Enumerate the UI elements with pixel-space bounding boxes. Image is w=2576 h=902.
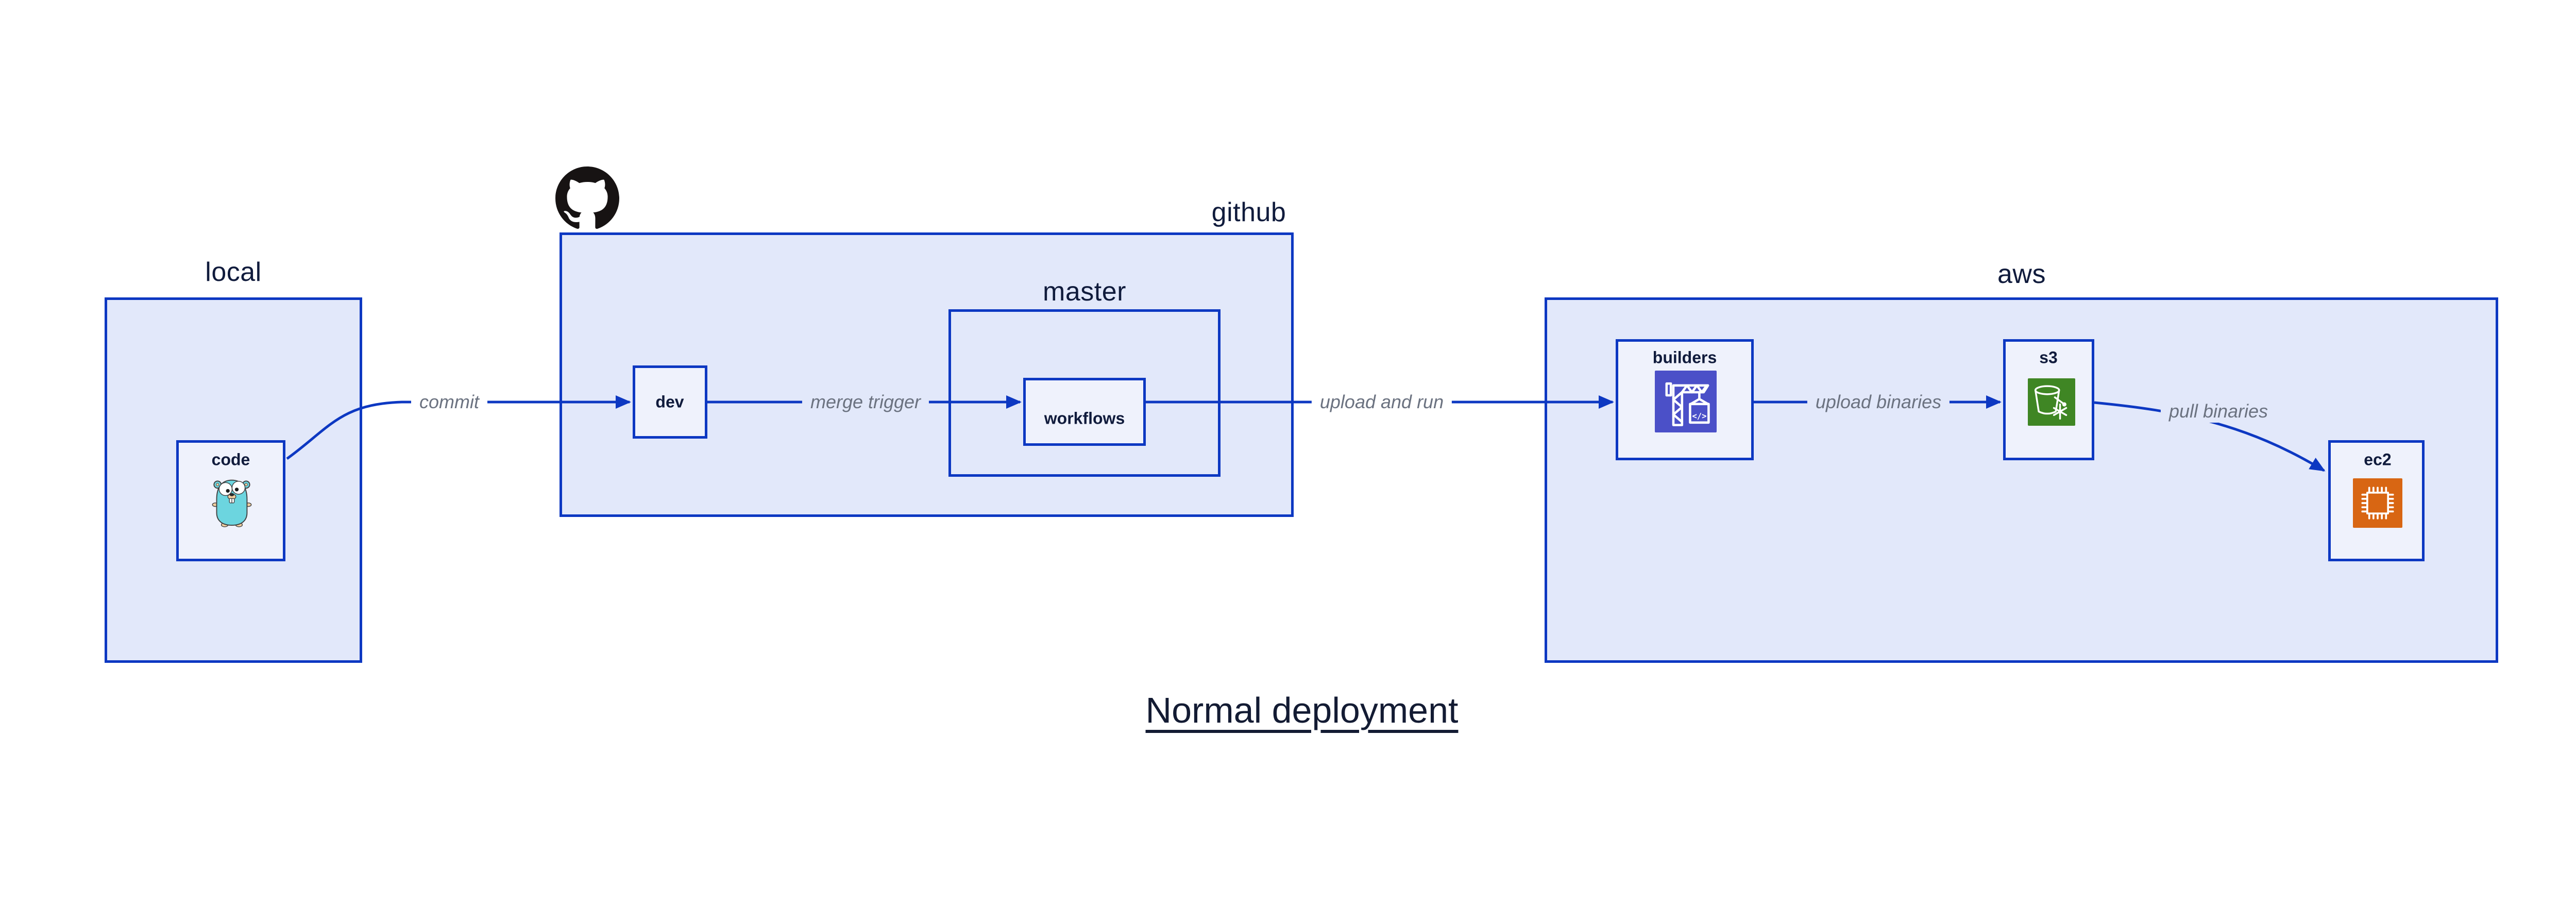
codebuild-code-glyph: </> (1692, 411, 1706, 421)
codebuild-crane-icon: </> (1655, 371, 1717, 432)
node-label-dev: dev (655, 392, 684, 411)
node-label-code: code (211, 450, 250, 469)
node-label-ec2: ec2 (2364, 450, 2392, 469)
edge-label-pull-binaries: pull binaries (2160, 400, 2277, 423)
node-label-builders: builders (1652, 348, 1717, 367)
commit-arrow (286, 395, 631, 460)
group-label-aws: aws (1997, 259, 2046, 289)
edge-label-merge-trigger: merge trigger (802, 391, 929, 413)
node-label-s3: s3 (2039, 348, 2058, 367)
edge-label-upload-and-run: upload and run (1311, 391, 1452, 413)
node-label-workflows: workflows (1044, 409, 1125, 428)
node-builders (1616, 339, 1754, 460)
s3-glacier-bucket-icon (2028, 378, 2075, 426)
github-octocat-icon (555, 166, 619, 230)
group-label-local: local (205, 257, 262, 287)
group-label-master: master (1043, 277, 1126, 307)
ec2-chip-icon (2353, 478, 2402, 528)
node-dev (633, 365, 707, 439)
diagram-title: Normal deployment (1145, 690, 1459, 730)
edge-label-commit: commit (411, 391, 487, 413)
edge-label-upload-binaries: upload binaries (1807, 391, 1950, 413)
node-workflows (1023, 378, 1146, 446)
group-label-github: github (1211, 197, 1286, 227)
go-gopher-icon (212, 475, 252, 529)
